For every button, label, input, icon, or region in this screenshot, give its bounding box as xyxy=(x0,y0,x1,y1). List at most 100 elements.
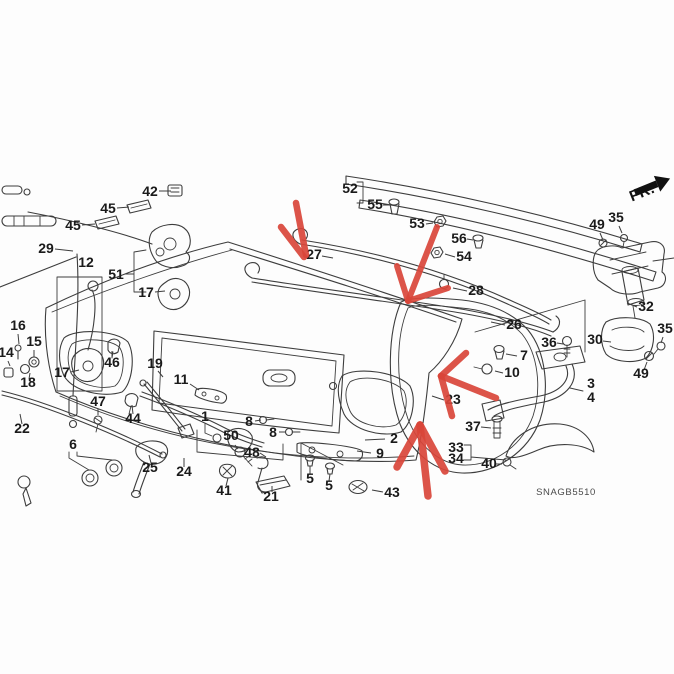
part-label-12: 12 xyxy=(78,254,94,270)
part-label-14: 14 xyxy=(0,344,14,360)
rod-ferrule xyxy=(68,395,78,417)
cable-22 xyxy=(1,390,167,459)
lock-cylinder-6 xyxy=(17,440,169,507)
leader-line-14 xyxy=(7,360,11,367)
grommet-ring-2-hole xyxy=(109,463,119,473)
leader-line-32 xyxy=(626,302,638,308)
striker-hole-2 xyxy=(214,395,220,401)
leader-line-9 xyxy=(356,450,372,454)
red-arrow-center xyxy=(394,263,411,304)
garnish-hole-2 xyxy=(336,450,344,458)
screw-16 xyxy=(14,344,22,352)
bar-26-hook-left xyxy=(244,262,260,279)
torsion-bars xyxy=(244,228,561,337)
emblem-inner xyxy=(270,373,288,383)
part-label-30: 30 xyxy=(587,331,603,347)
leader-line-23 xyxy=(431,395,445,401)
cylinder-32-top xyxy=(621,266,639,274)
latch-30-body xyxy=(600,317,655,363)
bracket-6 xyxy=(68,451,113,471)
screw-1-icon xyxy=(212,433,222,443)
diagram-code: SNAGB5510 xyxy=(536,487,596,498)
hinge-cover-33-34 xyxy=(505,423,595,459)
hinge-bracket xyxy=(535,345,586,370)
clip-7-body xyxy=(494,350,505,360)
emblem xyxy=(262,369,296,387)
leader-line-truncated xyxy=(652,257,674,262)
clip-44-stem xyxy=(128,405,132,415)
part-label-35: 35 xyxy=(657,320,673,336)
part-label-55: 55 xyxy=(367,196,383,212)
leader-line-17 xyxy=(70,369,80,373)
rod-19-end xyxy=(139,379,147,387)
part-label-41: 41 xyxy=(216,482,232,498)
leader-line-49 xyxy=(643,361,648,371)
screw-49-top-slot xyxy=(599,239,607,247)
part-label-46: 46 xyxy=(104,354,120,370)
leader-line-35 xyxy=(660,336,664,344)
bracket-52 xyxy=(356,181,364,204)
nut-54-hole xyxy=(434,249,440,256)
part-label-10: 10 xyxy=(504,364,520,380)
red-arrow-bottom xyxy=(416,421,432,500)
clip-55-body xyxy=(389,203,400,215)
screw-49-bottom-slot xyxy=(645,352,653,360)
lock-lever xyxy=(226,427,253,453)
lock-actuator-assembly xyxy=(474,233,674,363)
latch-spring xyxy=(155,247,165,257)
leader-line-48 xyxy=(259,452,267,458)
weatherstrip-23 xyxy=(389,297,546,474)
part-label-28: 28 xyxy=(468,282,484,298)
grommet-41-detail xyxy=(222,465,233,477)
leader-3-4 xyxy=(569,387,584,392)
leader-line-11 xyxy=(189,383,200,391)
leader-line-10 xyxy=(494,370,504,374)
cable-run xyxy=(27,211,153,245)
rod-29 xyxy=(72,253,79,397)
part-label-56: 56 xyxy=(451,230,467,246)
grommet-41 xyxy=(218,463,237,479)
clip-14 xyxy=(3,367,14,378)
clip-46 xyxy=(107,338,121,355)
leader-line-37 xyxy=(480,426,492,429)
part-label-5: 5 xyxy=(325,477,333,493)
rod-24-assembly xyxy=(139,391,301,493)
part-label-3: 3 xyxy=(587,375,595,391)
weatherstrip-inner xyxy=(398,304,539,466)
clip-55-icon xyxy=(388,198,400,206)
red-arrow-weatherstrip xyxy=(437,372,500,402)
part-label-19: 19 xyxy=(147,355,163,371)
rod-end xyxy=(87,280,99,292)
part-label-48: 48 xyxy=(244,444,260,460)
part-label-33: 33 xyxy=(448,439,464,455)
leader-line-17 xyxy=(154,290,166,293)
leader-line-44 xyxy=(131,404,134,415)
bracket-33-34 xyxy=(463,444,507,461)
part-label-21: 21 xyxy=(263,488,279,504)
part-label-29: 29 xyxy=(38,240,54,256)
fr-arrow-head xyxy=(653,175,671,192)
latch-17-lower-hole xyxy=(82,360,94,372)
garnish-strip-upper xyxy=(345,175,643,253)
bracket-1 xyxy=(204,423,213,437)
bolt-40-shaft xyxy=(509,464,517,470)
hinge-bracket-hole xyxy=(553,352,567,362)
latch-body xyxy=(148,223,191,269)
leader-line-19 xyxy=(157,370,164,378)
bar-26-hook-right xyxy=(552,315,561,333)
washer-15-hole xyxy=(31,359,37,365)
part-label-16: 16 xyxy=(10,317,26,333)
red-arrow-lid-top xyxy=(277,223,308,261)
leader-line-30 xyxy=(602,340,612,343)
part-label-49: 49 xyxy=(589,216,605,232)
lid-top-edge xyxy=(229,248,457,323)
latch-17-upper xyxy=(157,277,191,311)
leader-line-7 xyxy=(505,353,518,357)
lamp-cutout-left xyxy=(58,331,133,395)
part-label-43: 43 xyxy=(384,484,400,500)
keyhole xyxy=(328,381,338,391)
part-label-5: 5 xyxy=(306,470,314,486)
hardware-top-center xyxy=(388,198,484,259)
hinge-group xyxy=(463,345,595,470)
